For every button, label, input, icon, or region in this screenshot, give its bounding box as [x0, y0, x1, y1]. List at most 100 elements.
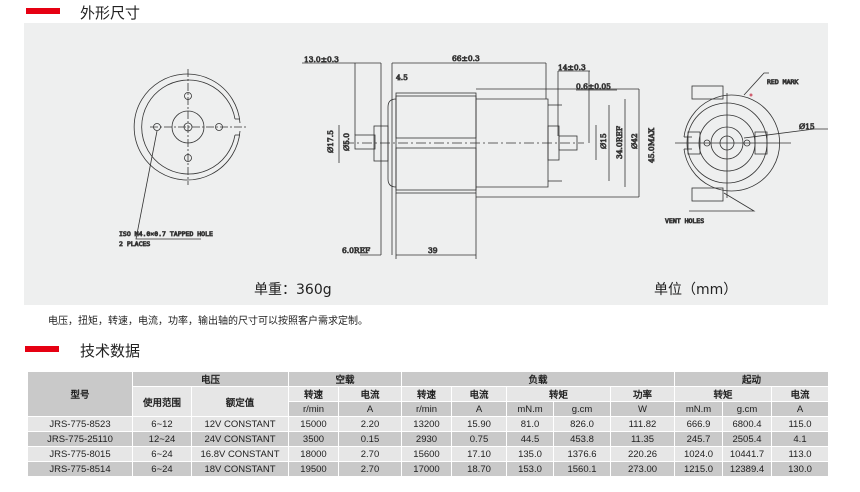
dimension-drawing-panel: ISO M4.0×0.7 TAPPED HOLE 2 PLACES 13.0±0… — [24, 23, 828, 305]
table-cell: 18000 — [289, 447, 338, 461]
table-cell: 12V CONSTANT — [192, 417, 288, 431]
header-torque: 转矩 — [507, 387, 610, 401]
table-cell: 153.0 — [507, 462, 553, 476]
table-cell: 2930 — [402, 432, 451, 446]
unit-mnm: mN.m — [675, 402, 722, 416]
table-cell: 0.15 — [339, 432, 401, 446]
table-cell: 17.10 — [452, 447, 506, 461]
table-cell: 273.00 — [611, 462, 674, 476]
spec-table: 型号 电压 空载 负载 起动 使用范围 额定值 转速 电流 转速 电流 转矩 功… — [27, 371, 829, 477]
table-cell: 19500 — [289, 462, 338, 476]
table-cell: 2.70 — [339, 447, 401, 461]
table-cell: 6~12 — [133, 417, 191, 431]
header-torque: 转矩 — [675, 387, 771, 401]
header-power: 功率 — [611, 387, 674, 401]
table-cell: 15.90 — [452, 417, 506, 431]
table-cell: 245.7 — [675, 432, 722, 446]
customization-note: 电压，扭矩，转速，电流，功率，输出轴的尺寸可以按照客户需求定制。 — [48, 316, 368, 327]
unit-gcm: g.cm — [723, 402, 771, 416]
dim-0-6: 0.6±0.05 — [576, 82, 611, 91]
table-cell: JRS-775-8523 — [28, 417, 132, 431]
table-cell: 18V CONSTANT — [192, 462, 288, 476]
table-cell: 130.0 — [772, 462, 828, 476]
unit-label: 单位（mm） — [654, 282, 738, 298]
dim-14: 14±0.3 — [558, 63, 586, 72]
table-cell: 6800.4 — [723, 417, 771, 431]
section-marker — [25, 346, 59, 352]
dim-42: Ø42 — [630, 133, 639, 149]
unit-rmin: r/min — [289, 402, 338, 416]
table-cell: 135.0 — [507, 447, 553, 461]
dim-66: 66±0.3 — [452, 54, 480, 63]
table-cell: 3500 — [289, 432, 338, 446]
dim-34-ref: 34.0REF — [615, 126, 624, 159]
dim-45-max: 45.0MAX — [647, 127, 656, 163]
table-cell: 4.1 — [772, 432, 828, 446]
header-current: 电流 — [772, 387, 828, 401]
dim-6-ref: 6.0REF — [342, 246, 370, 255]
tech-data-title: 技术数据 — [80, 342, 141, 360]
unit-w: W — [611, 402, 674, 416]
table-cell: 44.5 — [507, 432, 553, 446]
places-label: 2 PLACES — [119, 240, 150, 248]
dim-4-5: 4.5 — [396, 73, 408, 82]
header-speed: 转速 — [402, 387, 451, 401]
table-cell: 15600 — [402, 447, 451, 461]
table-cell: 220.26 — [611, 447, 674, 461]
unit-mnm: mN.m — [507, 402, 553, 416]
tapped-hole-label: ISO M4.0×0.7 TAPPED HOLE — [119, 230, 213, 238]
table-cell: 6~24 — [133, 447, 191, 461]
unit-a: A — [772, 402, 828, 416]
table-cell: 24V CONSTANT — [192, 432, 288, 446]
table-cell: JRS-775-8514 — [28, 462, 132, 476]
red-mark-label: RED MARK — [767, 78, 798, 86]
unit-gcm: g.cm — [554, 402, 610, 416]
header-no-load: 空载 — [289, 372, 401, 386]
table-cell: 11.35 — [611, 432, 674, 446]
table-cell: 0.75 — [452, 432, 506, 446]
table-cell: 18.70 — [452, 462, 506, 476]
side-view — [302, 62, 640, 259]
table-cell: 2505.4 — [723, 432, 771, 446]
table-cell: 81.0 — [507, 417, 553, 431]
unit-weight: 单重：360g — [254, 282, 332, 298]
table-cell: 1376.6 — [554, 447, 610, 461]
dim-17-5: Ø17.5 — [326, 130, 335, 153]
table-cell: JRS-775-8015 — [28, 447, 132, 461]
dim-5-0: Ø5.0 — [342, 133, 351, 151]
table-cell: 13200 — [402, 417, 451, 431]
unit-a: A — [452, 402, 506, 416]
table-cell: 453.8 — [554, 432, 610, 446]
rear-view — [675, 72, 828, 212]
table-cell: 115.0 — [772, 417, 828, 431]
header-model: 型号 — [28, 372, 132, 416]
table-cell: 1560.1 — [554, 462, 610, 476]
dia-15-label: Ø15 — [799, 122, 815, 131]
motor-drawing: ISO M4.0×0.7 TAPPED HOLE 2 PLACES 13.0±0… — [119, 54, 828, 259]
header-start: 起动 — [675, 372, 828, 386]
unit-rmin: r/min — [402, 402, 451, 416]
dim-13: 13.0±0.3 — [304, 55, 339, 64]
header-range: 使用范围 — [133, 387, 191, 416]
dim-15: Ø15 — [599, 133, 608, 149]
table-cell: 6~24 — [133, 462, 191, 476]
unit-a: A — [339, 402, 401, 416]
table-cell: 826.0 — [554, 417, 610, 431]
table-cell: 666.9 — [675, 417, 722, 431]
table-cell: 1215.0 — [675, 462, 722, 476]
header-load: 负载 — [402, 372, 674, 386]
table-cell: 1024.0 — [675, 447, 722, 461]
table-cell: 12389.4 — [723, 462, 771, 476]
table-cell: 2.70 — [339, 462, 401, 476]
header-current: 电流 — [452, 387, 506, 401]
table-cell: 113.0 — [772, 447, 828, 461]
header-current: 电流 — [339, 387, 401, 401]
dim-39: 39 — [428, 246, 438, 255]
vent-holes-label: VENT HOLES — [665, 217, 704, 225]
table-cell: 111.82 — [611, 417, 674, 431]
header-voltage: 电压 — [133, 372, 288, 386]
